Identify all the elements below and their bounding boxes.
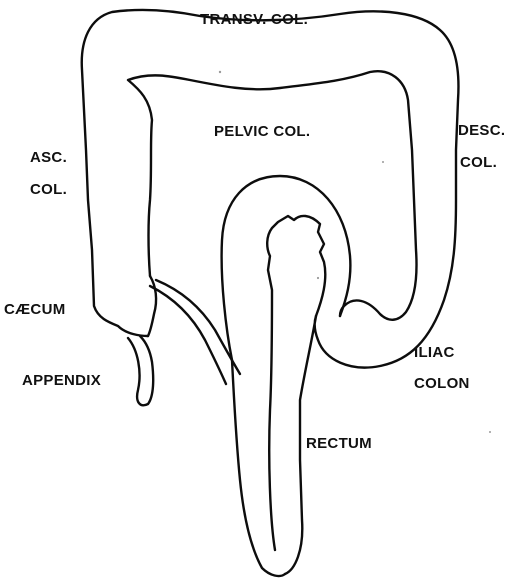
label-transverse-colon: TRANSV. COL. xyxy=(200,11,308,28)
ink-speck xyxy=(219,71,221,73)
ink-speck xyxy=(317,277,319,279)
label-iliac-colon-line2: COLON xyxy=(414,375,470,392)
pelvic-loop-inner xyxy=(267,216,325,550)
ileum-line-1 xyxy=(150,286,226,384)
colon-inner-wall xyxy=(128,71,417,320)
label-descending-colon-line2: COL. xyxy=(460,154,497,171)
label-ascending-colon-line2: COL. xyxy=(30,181,67,198)
appendix-tube xyxy=(128,336,153,405)
label-caecum: CÆCUM xyxy=(4,301,66,318)
label-iliac-colon-line1: ILIAC xyxy=(414,344,455,361)
ink-speck xyxy=(382,161,384,163)
label-pelvic-colon: PELVIC COL. xyxy=(214,123,310,140)
caecum-pouch xyxy=(148,276,156,336)
pelvic-loop-outer xyxy=(222,176,351,576)
ink-speck xyxy=(489,431,491,433)
label-descending-colon-line1: DESC. xyxy=(458,122,505,139)
label-appendix: APPENDIX xyxy=(22,372,101,389)
label-ascending-colon-line1: ASC. xyxy=(30,149,67,166)
label-rectum: RECTUM xyxy=(306,435,372,452)
